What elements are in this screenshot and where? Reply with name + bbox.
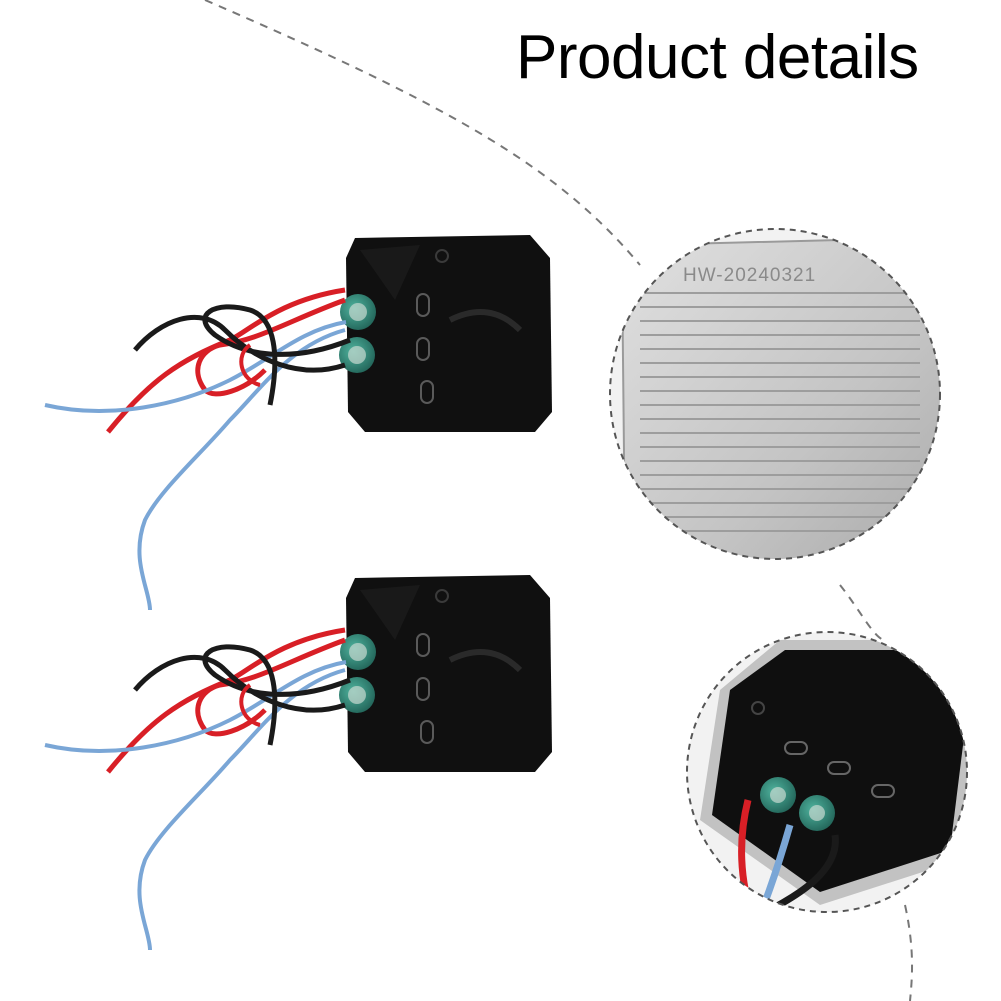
- module-top: [45, 235, 552, 610]
- zoom-aluminum-plate: HW-20240321: [609, 228, 941, 560]
- zoom-board-closeup: [686, 631, 968, 913]
- plate-marking: HW-20240321: [683, 265, 816, 286]
- module-bottom: [45, 575, 552, 950]
- page-title: Product details: [516, 23, 919, 92]
- decorative-arc: [204, 0, 641, 266]
